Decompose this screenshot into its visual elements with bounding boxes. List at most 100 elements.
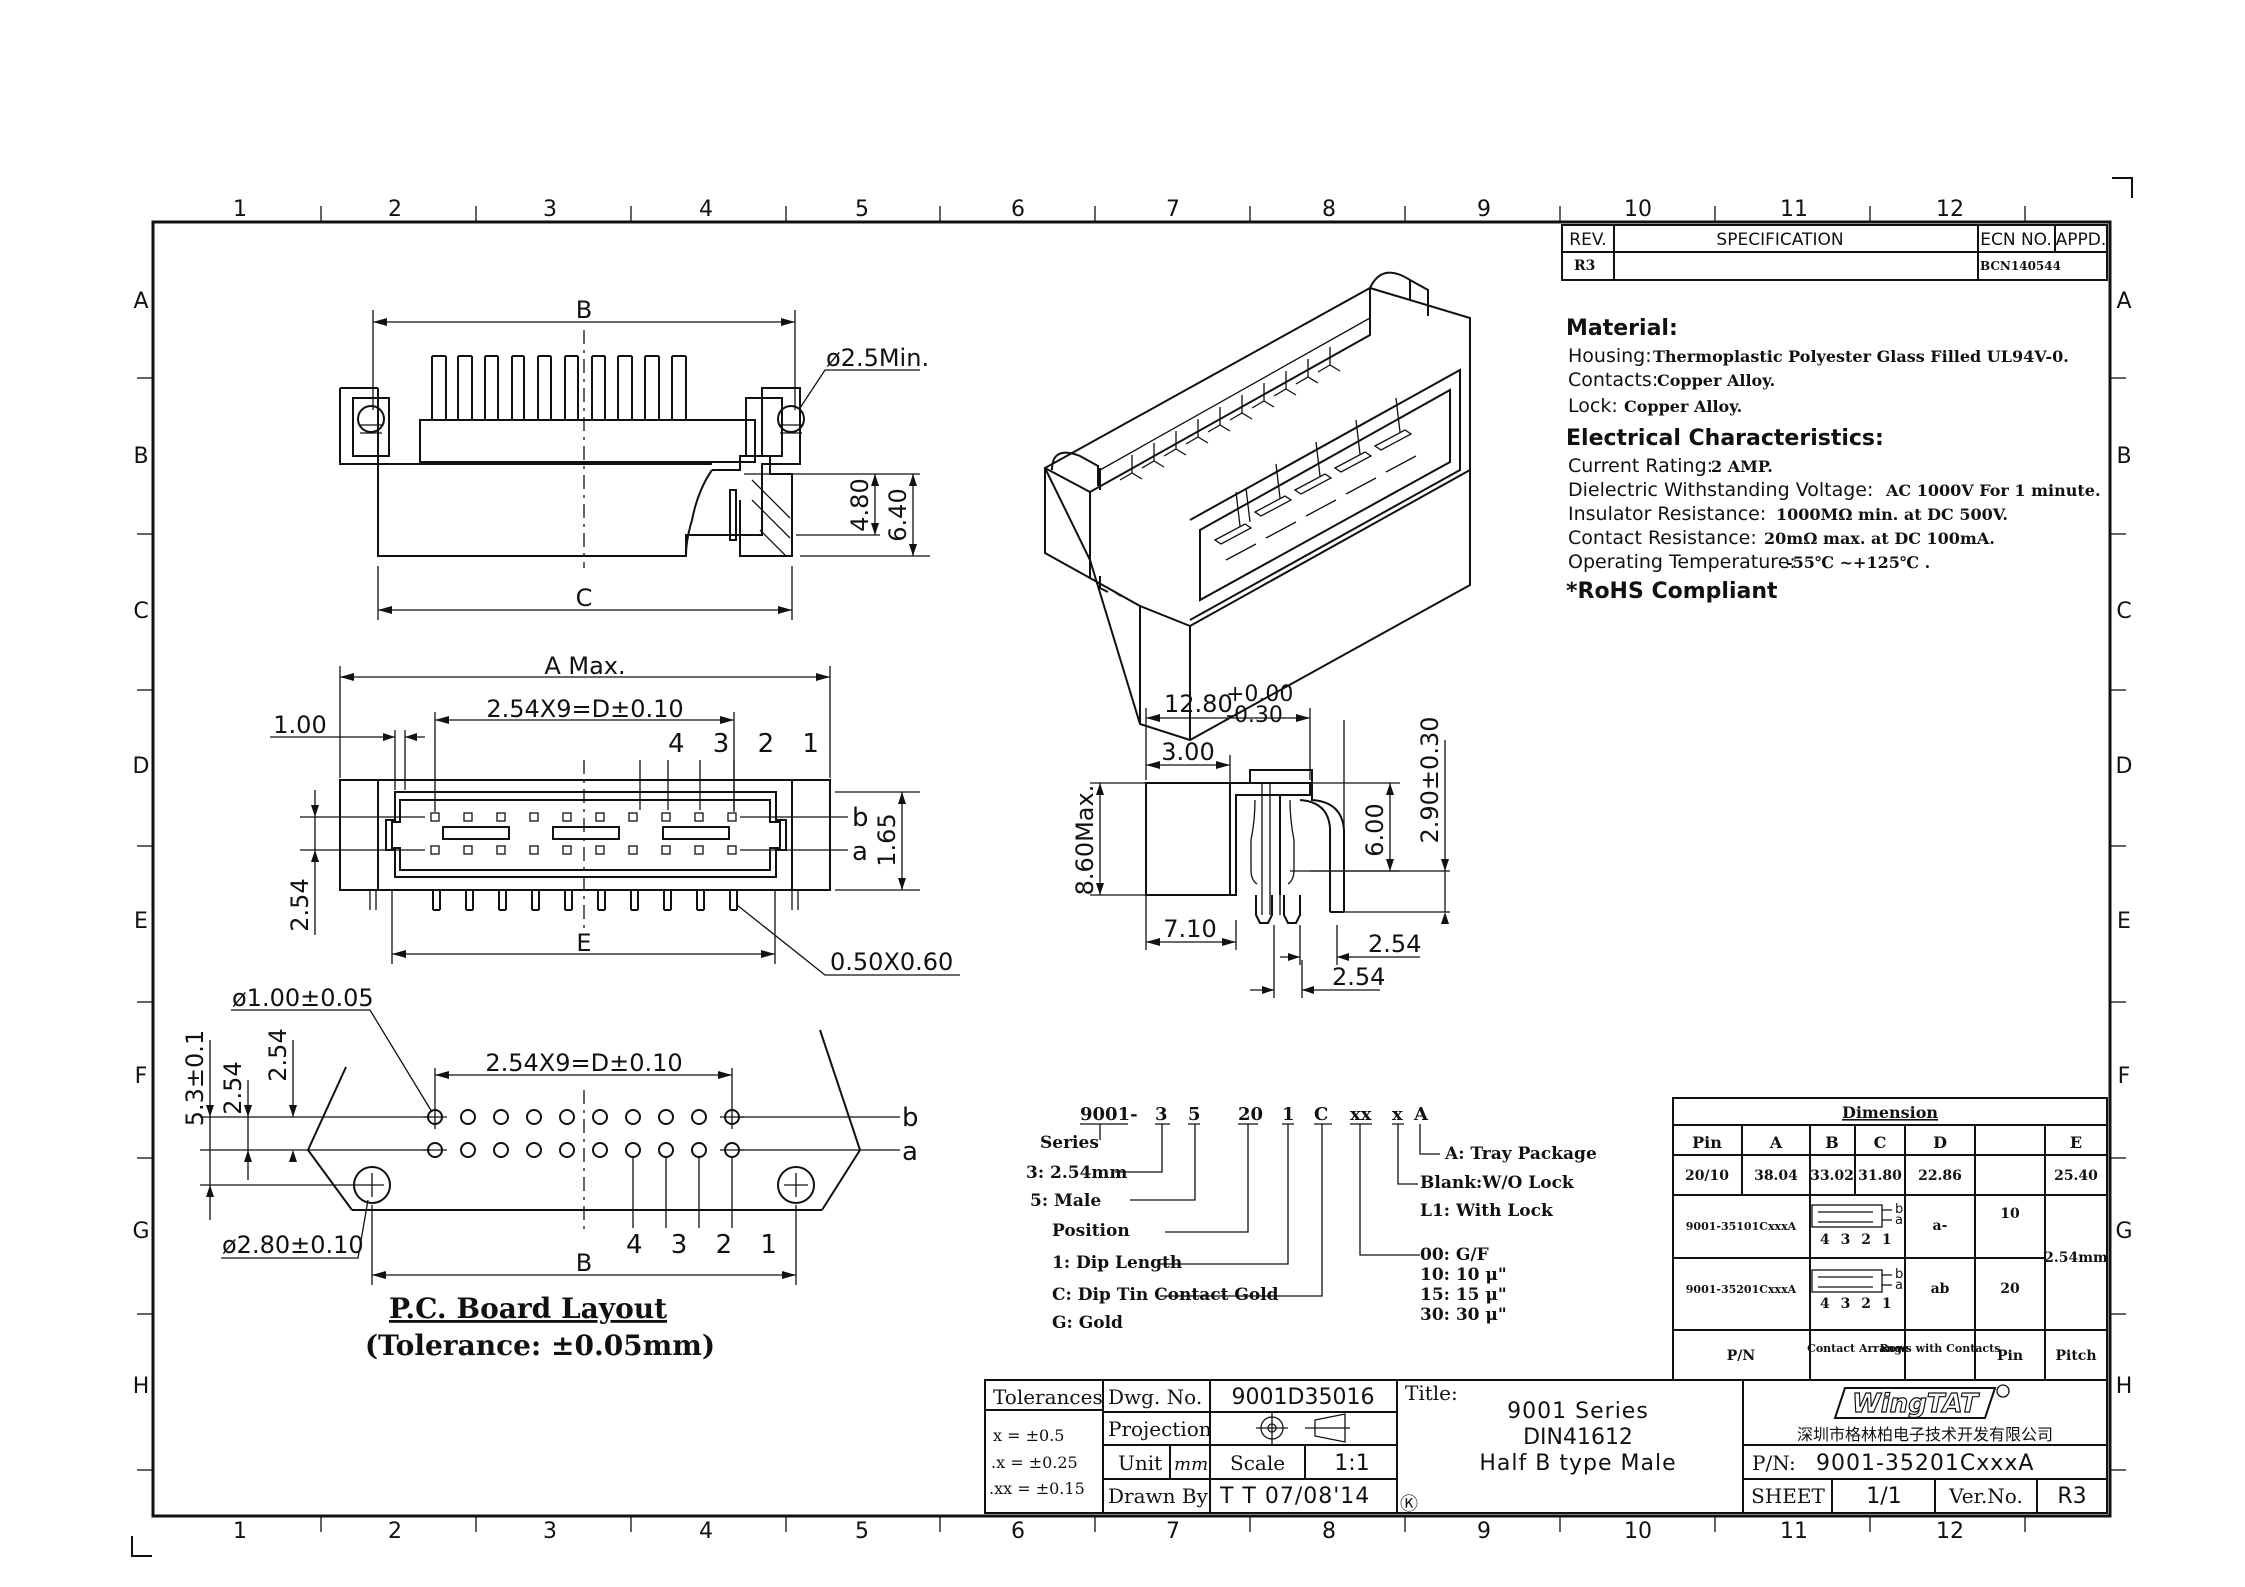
projection-label: Projection xyxy=(1108,1417,1212,1441)
elec-value: 20mΩ max. at DC 100mA. xyxy=(1764,529,1995,548)
dim-cell: 33.02 xyxy=(1810,1168,1854,1184)
mini-pin-numbers: 4 3 2 1 xyxy=(1820,1232,1895,1248)
title-block: Tolerances x = ±0.5 .x = ±0.25 .xx = ±0.… xyxy=(984,1379,2108,1515)
row-label: A xyxy=(2116,289,2131,314)
elec-label: Operating Temperature: xyxy=(1568,551,1796,573)
part-code: 9001- 3 5 20 1 C xx x A Series 3: 2.54mm… xyxy=(1026,1104,1597,1333)
pn-1: 9001-35101CxxxA xyxy=(1686,1220,1797,1233)
elec-value: AC 1000V For 1 minute. xyxy=(1885,481,2101,500)
col-label: 7 xyxy=(1166,1519,1180,1544)
pin-size-label: 0.50X0.60 xyxy=(830,948,953,976)
ecn-value: BCN140544 xyxy=(1980,259,2061,273)
code-lock-l1: L1: With Lock xyxy=(1420,1201,1554,1221)
col-label: 2 xyxy=(388,197,402,222)
mini-b: b xyxy=(1895,1267,1903,1282)
rev-value: R3 xyxy=(1574,258,1595,274)
code-gender: 5: Male xyxy=(1030,1191,1101,1211)
col-label: 1 xyxy=(233,197,247,222)
drawn-by-value: T T 07/08'14 xyxy=(1219,1484,1370,1509)
scale-label: Scale xyxy=(1230,1451,1285,1475)
drawing-border xyxy=(151,220,2112,1518)
dim-cell: 22.86 xyxy=(1918,1168,1962,1184)
hole-label: ø2.5Min. xyxy=(826,344,929,372)
row-label: B xyxy=(2116,444,2131,469)
dim-header: A xyxy=(1769,1133,1783,1152)
row-label: F xyxy=(135,1064,148,1089)
mini-a: a xyxy=(1895,1278,1903,1293)
dim-header: D xyxy=(1933,1133,1947,1152)
unit-value: mm xyxy=(1174,1454,1208,1475)
sheet-label: SHEET xyxy=(1751,1484,1825,1508)
pitch-label: 2.54X9=D±0.10 xyxy=(486,695,683,723)
column-labels-bottom: 1 2 3 4 5 6 7 8 9 10 11 12 xyxy=(233,1519,1964,1544)
lock-label: Lock: xyxy=(1568,395,1618,417)
dim-header: B xyxy=(1825,1133,1839,1152)
pcb-pitch-label: 2.54X9=D±0.10 xyxy=(485,1049,682,1077)
dim-c-label: C xyxy=(576,584,593,612)
brand-name: WingTAT xyxy=(1852,1389,1980,1419)
col-label: 2 xyxy=(388,1519,402,1544)
rows-1: a- xyxy=(1933,1218,1948,1234)
spec-header: SPECIFICATION xyxy=(1716,230,1843,250)
code-pitch: 3: 2.54mm xyxy=(1026,1163,1127,1183)
pins-1: 10 xyxy=(2000,1206,2020,1222)
dimension-table: Dimension Pin A B C D E 20/10 38.04 33.0… xyxy=(1672,1097,2108,1381)
row-a-label: a xyxy=(852,837,868,867)
row-label: C xyxy=(2116,599,2131,624)
pcb-row-b-label: b xyxy=(902,1103,919,1133)
col-label: 9 xyxy=(1477,197,1491,222)
code-gold: 00: G/F xyxy=(1420,1245,1489,1265)
elec-label: Contact Resistance: xyxy=(1568,527,1757,549)
col-label: 12 xyxy=(1936,197,1964,222)
pn-value: 9001-35201CxxxA xyxy=(1816,1451,2034,1476)
k-mark: Ⓚ xyxy=(1400,1494,1418,1515)
pn-2: 9001-35201CxxxA xyxy=(1686,1283,1797,1296)
pcb-v53-label: 5.3±0.1 xyxy=(181,1030,209,1126)
front-pin-row-b xyxy=(430,812,737,822)
dim-header: E xyxy=(2070,1133,2082,1152)
code-seg: A xyxy=(1413,1104,1429,1125)
pcb-v254-label: 2.54 xyxy=(264,1028,292,1081)
pins-2: 20 xyxy=(2000,1281,2020,1297)
pcb-mount-label: ø2.80±0.10 xyxy=(222,1231,364,1259)
width-710: 7.10 xyxy=(1163,915,1216,943)
row-labels-left: A B C D E F G H xyxy=(132,289,149,1399)
mini-b: b xyxy=(1895,1202,1903,1217)
row-label: H xyxy=(133,1374,150,1399)
col-label: 6 xyxy=(1011,1519,1025,1544)
col-label: 6 xyxy=(1011,197,1025,222)
row-label: A xyxy=(133,289,148,314)
ver-value: R3 xyxy=(2057,1484,2086,1509)
height-254: 2.54 xyxy=(286,878,314,931)
mini-a: a xyxy=(1895,1213,1903,1228)
ecn-header: ECN NO. xyxy=(1980,230,2052,250)
front-pin-row-a xyxy=(430,845,737,855)
title-line: DIN41612 xyxy=(1523,1425,1633,1450)
code-lock-blank: Blank:W/O Lock xyxy=(1420,1173,1575,1193)
drawn-by-label: Drawn By xyxy=(1108,1484,1209,1508)
tol-x2: .xx = ±0.15 xyxy=(989,1479,1085,1498)
tol-plus: +0.00 xyxy=(1226,682,1293,707)
dim-table-title: Dimension xyxy=(1842,1103,1938,1122)
col-label: 7 xyxy=(1166,197,1180,222)
code-gold: 15: 15 μ" xyxy=(1420,1285,1507,1305)
code-seg: 3 xyxy=(1155,1104,1168,1125)
code-package: A: Tray Package xyxy=(1444,1144,1597,1164)
sheet-value: 1/1 xyxy=(1866,1484,1901,1509)
dim-e-label: E xyxy=(576,929,591,957)
elec-value: 1000MΩ min. at DC 500V. xyxy=(1776,505,2008,524)
col-label: 4 xyxy=(699,197,713,222)
height-480: 4.80 xyxy=(846,478,874,531)
pcb-hole-label: ø1.00±0.05 xyxy=(232,984,374,1012)
title-label: Title: xyxy=(1405,1381,1458,1405)
housing-value: Thermoplastic Polyester Glass Filled UL9… xyxy=(1653,347,2069,366)
pn-label: P/N: xyxy=(1752,1451,1796,1475)
code-dip: 1: Dip Length xyxy=(1052,1253,1182,1273)
pcb-row-a-label: a xyxy=(902,1137,918,1167)
row-labels-right: A B C D E F G H xyxy=(2115,289,2132,1399)
row-label: G xyxy=(2115,1219,2132,1244)
col-label: 9 xyxy=(1477,1519,1491,1544)
col-label: 11 xyxy=(1780,197,1808,222)
col-label: 11 xyxy=(1780,1519,1808,1544)
tol-x1: .x = ±0.25 xyxy=(991,1453,1078,1472)
